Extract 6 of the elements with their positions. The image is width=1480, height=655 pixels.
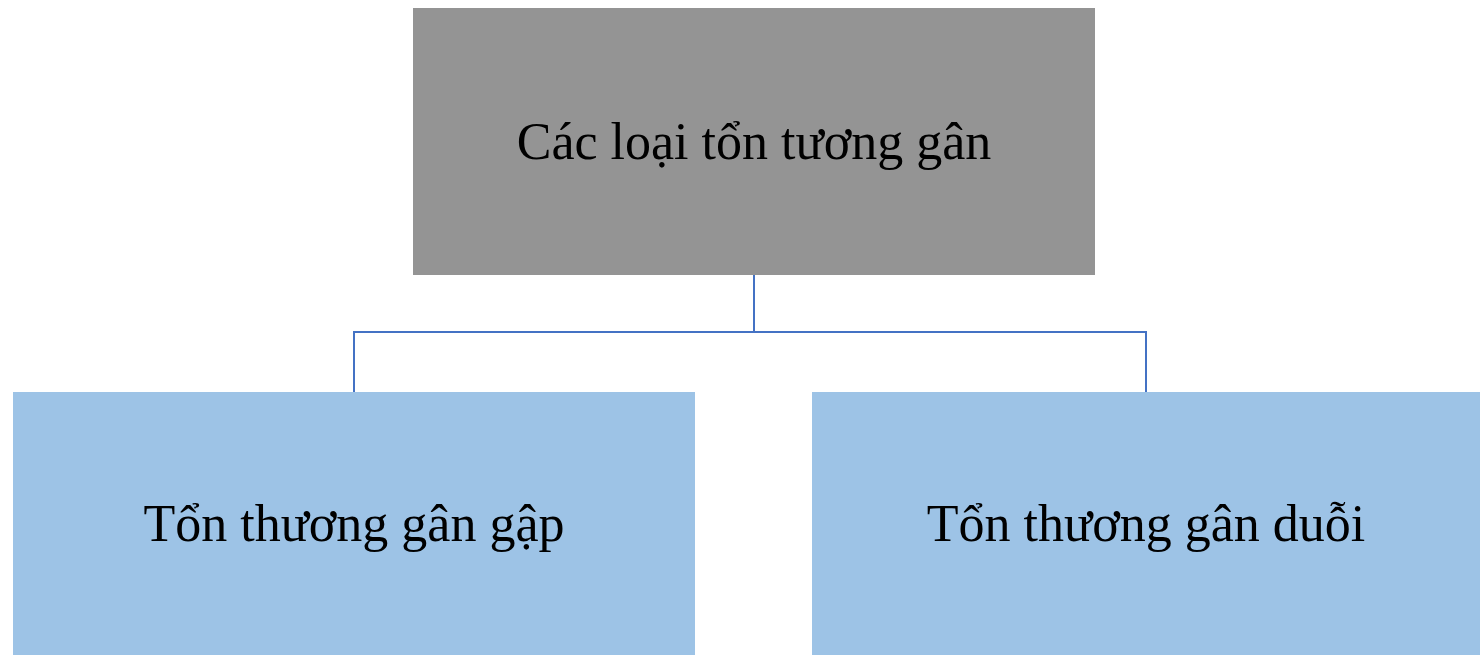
category-box (812, 392, 1480, 655)
category-box (413, 8, 1095, 275)
box-label: Tổn thương gân duỗi (926, 493, 1366, 554)
box-label: Tổn thương gân gập (143, 493, 565, 554)
box-label: Các loại tổn tương gân (516, 111, 992, 172)
category-box (13, 392, 695, 655)
